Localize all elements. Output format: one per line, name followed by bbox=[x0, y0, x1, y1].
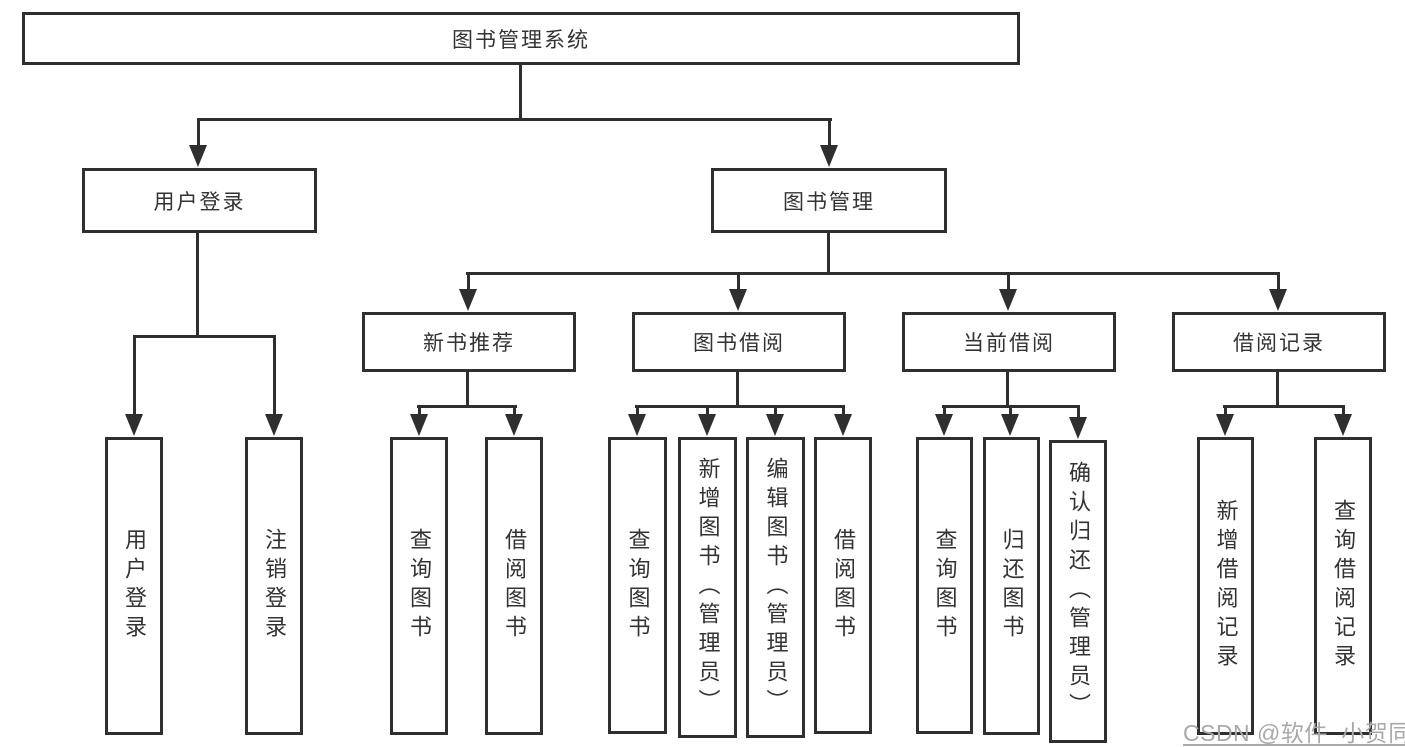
node-borrow-records-label: 借阅记录 bbox=[1233, 332, 1325, 355]
node-borrow-records: 借阅记录 bbox=[1172, 312, 1386, 372]
arrow-head-icon bbox=[1334, 414, 1352, 436]
node-book-management-label: 图书管理 bbox=[783, 190, 875, 214]
arrow-head-icon bbox=[410, 414, 428, 436]
leaf-cb-confirm-return-admin: 确认归还（管理员） bbox=[1049, 440, 1107, 743]
node-book-management: 图书管理 bbox=[711, 168, 947, 233]
arrow-head-icon bbox=[1269, 289, 1287, 311]
arrow-shaft bbox=[636, 405, 639, 418]
leaf-cb-confirm-return-admin-label: 确认归还（管理员） bbox=[1066, 461, 1091, 722]
leaf-cb-query-books-label: 查询图书 bbox=[932, 527, 958, 644]
arrow-head-icon bbox=[505, 414, 523, 436]
arrow-shaft bbox=[418, 405, 421, 418]
arrow-head-icon bbox=[698, 414, 716, 436]
connector-line bbox=[417, 405, 517, 408]
arrow-shaft bbox=[1007, 272, 1010, 293]
arrow-head-icon bbox=[820, 145, 838, 167]
leaf-logout: 注销登录 bbox=[245, 437, 303, 735]
leaf-br-query-record-label: 查询借阅记录 bbox=[1331, 499, 1356, 673]
leaf-bb-borrow-books: 借阅图书 bbox=[814, 437, 872, 734]
arrow-head-icon bbox=[1001, 414, 1019, 436]
leaf-logout-label: 注销登录 bbox=[262, 528, 287, 644]
leaf-nb-query-books-label: 查询图书 bbox=[407, 528, 432, 644]
node-root: 图书管理系统 bbox=[22, 12, 1020, 65]
leaf-bb-add-books-admin-label: 新增图书（管理员） bbox=[695, 457, 721, 718]
leaf-bb-borrow-books-label: 借阅图书 bbox=[831, 527, 856, 644]
connector-line bbox=[827, 233, 830, 274]
arrow-head-icon bbox=[935, 414, 953, 436]
arrow-head-icon bbox=[628, 414, 646, 436]
arrow-head-icon bbox=[766, 414, 784, 436]
arrow-shaft bbox=[1277, 272, 1280, 293]
arrow-shaft bbox=[513, 405, 516, 418]
arrow-shaft bbox=[273, 335, 276, 418]
leaf-br-query-record: 查询借阅记录 bbox=[1314, 437, 1372, 735]
node-book-borrow: 图书借阅 bbox=[632, 312, 846, 372]
connector-line bbox=[197, 118, 832, 121]
arrow-shaft bbox=[467, 272, 470, 293]
leaf-br-add-record-label: 新增借阅记录 bbox=[1213, 499, 1239, 673]
connector-line bbox=[466, 372, 469, 407]
arrow-shaft bbox=[197, 118, 200, 149]
arrow-head-icon bbox=[1216, 414, 1234, 436]
connector-line bbox=[196, 233, 199, 338]
arrow-shaft bbox=[1009, 405, 1012, 418]
node-current-borrow: 当前借阅 bbox=[902, 312, 1116, 372]
leaf-user-login: 用户登录 bbox=[105, 437, 163, 735]
leaf-nb-borrow-books-label: 借阅图书 bbox=[502, 528, 527, 644]
connector-line bbox=[736, 372, 739, 407]
arrow-shaft bbox=[943, 405, 946, 418]
node-new-book-recommend-label: 新书推荐 bbox=[423, 332, 515, 355]
arrow-head-icon bbox=[1069, 417, 1087, 439]
leaf-cb-return-books: 归还图书 bbox=[983, 437, 1040, 735]
arrow-head-icon bbox=[999, 289, 1017, 311]
arrow-shaft bbox=[737, 272, 740, 293]
csdn-watermark: CSDN @软件_小贺同学 bbox=[1183, 720, 1405, 746]
leaf-bb-query-books: 查询图书 bbox=[608, 437, 667, 734]
leaf-br-add-record: 新增借阅记录 bbox=[1197, 437, 1254, 735]
leaf-bb-edit-books-admin: 编辑图书（管理员） bbox=[746, 437, 805, 738]
arrow-shaft bbox=[1224, 405, 1227, 418]
node-new-book-recommend: 新书推荐 bbox=[362, 312, 576, 372]
arrow-shaft bbox=[706, 405, 709, 418]
node-root-label: 图书管理系统 bbox=[452, 28, 590, 52]
arrow-head-icon bbox=[834, 414, 852, 436]
connector-line bbox=[466, 272, 1280, 275]
node-current-borrow-label: 当前借阅 bbox=[963, 332, 1055, 355]
node-book-borrow-label: 图书借阅 bbox=[693, 332, 785, 355]
connector-line bbox=[519, 65, 522, 118]
connector-line bbox=[1276, 372, 1279, 407]
connector-line bbox=[133, 335, 275, 338]
leaf-cb-query-books: 查询图书 bbox=[916, 437, 973, 734]
arrow-head-icon bbox=[125, 414, 143, 436]
leaf-bb-query-books-label: 查询图书 bbox=[625, 527, 651, 644]
leaf-nb-query-books: 查询图书 bbox=[390, 437, 448, 735]
leaf-bb-edit-books-admin-label: 编辑图书（管理员） bbox=[763, 457, 789, 718]
connector-line bbox=[1006, 372, 1009, 407]
leaf-user-login-label: 用户登录 bbox=[122, 528, 147, 644]
connector-line bbox=[635, 405, 845, 408]
arrow-shaft bbox=[774, 405, 777, 418]
arrow-shaft bbox=[1342, 405, 1345, 418]
leaf-cb-return-books-label: 归还图书 bbox=[999, 528, 1025, 644]
arrow-head-icon bbox=[189, 145, 207, 167]
arrow-shaft bbox=[842, 405, 845, 418]
leaf-bb-add-books-admin: 新增图书（管理员） bbox=[678, 437, 737, 738]
arrow-head-icon bbox=[265, 414, 283, 436]
arrow-head-icon bbox=[729, 289, 747, 311]
node-user-login: 用户登录 bbox=[82, 168, 317, 233]
arrow-shaft bbox=[1077, 405, 1080, 421]
arrow-shaft bbox=[828, 118, 831, 149]
node-user-login-label: 用户登录 bbox=[153, 190, 246, 214]
leaf-nb-borrow-books: 借阅图书 bbox=[485, 437, 543, 735]
connector-line bbox=[1223, 405, 1345, 408]
arrow-shaft bbox=[133, 335, 136, 418]
arrow-head-icon bbox=[459, 289, 477, 311]
